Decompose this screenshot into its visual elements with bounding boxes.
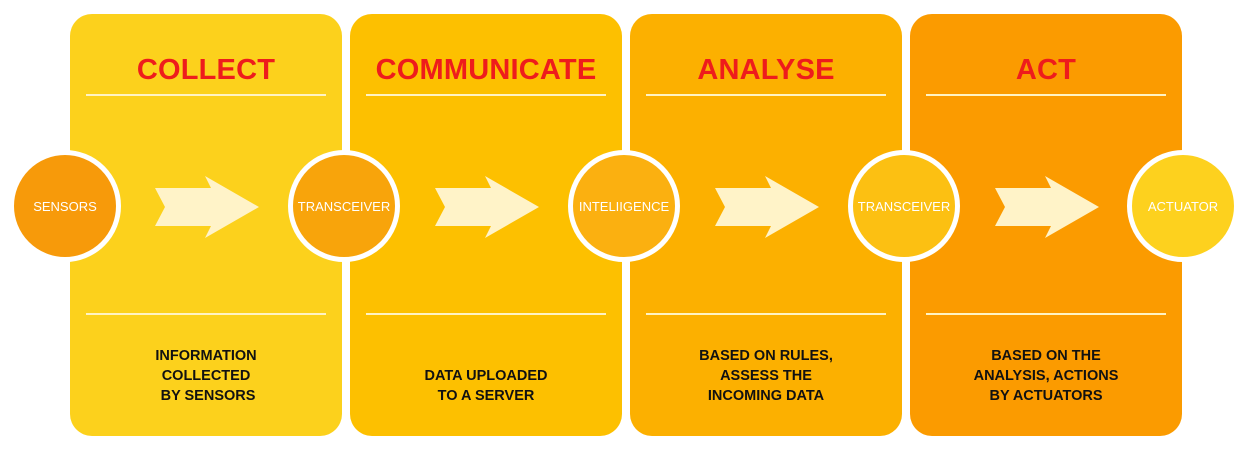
description-line: BY SENSORS: [156, 388, 256, 404]
divider: [926, 94, 1166, 96]
stage-title: COMMUNICATE: [375, 54, 597, 86]
description-line: TO A SERVER: [437, 388, 535, 404]
flow-arrow-icon: [995, 176, 1099, 238]
node-transceiver-2: TRANSCEIVER: [848, 150, 960, 262]
divider: [366, 313, 606, 315]
stage-title: COLLECT: [136, 54, 276, 86]
description-line: ANALYSIS, ACTIONS: [973, 368, 1119, 384]
description-line: BY ACTUATORS: [989, 388, 1103, 404]
divider: [646, 94, 886, 96]
node-label: INTELIIGENCE: [578, 198, 670, 214]
description-line: BASED ON RULES,: [699, 348, 833, 364]
divider: [646, 313, 886, 315]
stage-description: BASED ON THE ANALYSIS, ACTIONS BY ACTUAT…: [920, 346, 1172, 406]
description-line: BASED ON THE: [991, 348, 1101, 364]
node-label: ACTUATOR: [1147, 198, 1219, 214]
node-transceiver-1: TRANSCEIVER: [288, 150, 400, 262]
stage-title: ANALYSE: [697, 54, 835, 86]
node-actuator: ACTUATOR: [1127, 150, 1239, 262]
divider: [366, 94, 606, 96]
flow-arrow-icon: [715, 176, 819, 238]
description-line: DATA UPLOADED: [424, 368, 548, 384]
node-label: SENSORS: [33, 198, 97, 214]
stage-description: INFORMATION COLLECTED BY SENSORS: [80, 346, 332, 406]
description-line: INFORMATION: [155, 348, 257, 364]
node-sensors: SENSORS: [9, 150, 121, 262]
node-label: TRANSCEIVER: [297, 198, 391, 214]
description-line: INCOMING DATA: [707, 388, 825, 404]
description-line: COLLECTED: [161, 368, 251, 384]
node-intelligence: INTELIIGENCE: [568, 150, 680, 262]
divider: [926, 313, 1166, 315]
flow-arrow-icon: [435, 176, 539, 238]
flow-arrow-icon: [155, 176, 259, 238]
divider: [86, 94, 326, 96]
description-line: ASSESS THE: [720, 368, 812, 384]
divider: [86, 313, 326, 315]
stage-title: ACT: [1015, 54, 1077, 86]
node-label: TRANSCEIVER: [857, 198, 951, 214]
stage-description: BASED ON RULES, ASSESS THE INCOMING DATA: [640, 346, 892, 406]
stage-description: DATA UPLOADED TO A SERVER: [360, 366, 612, 406]
